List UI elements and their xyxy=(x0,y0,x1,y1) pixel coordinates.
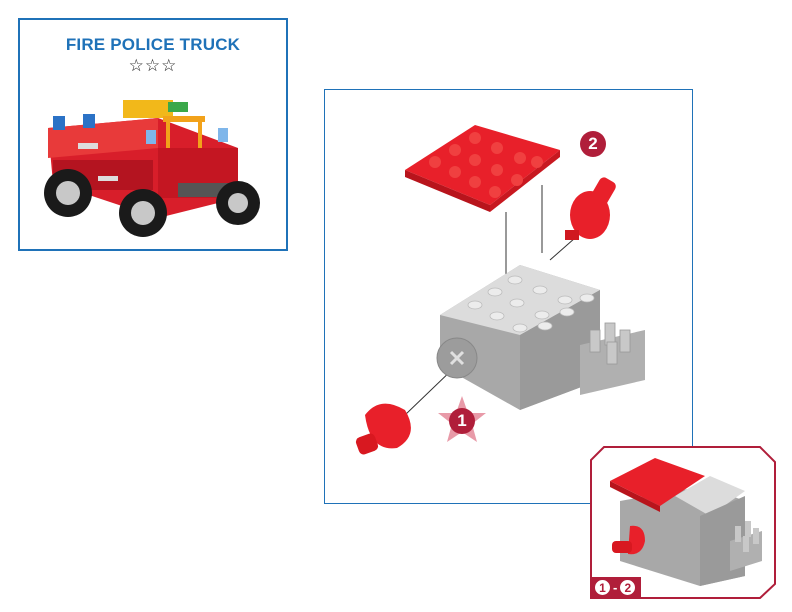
assembly-diagram xyxy=(355,125,645,455)
truck-image xyxy=(44,100,260,237)
red-connector-part xyxy=(565,177,616,240)
grey-motor-brick xyxy=(436,265,645,410)
red-cone-part xyxy=(355,403,411,455)
star-rating: ☆☆☆ xyxy=(128,56,178,75)
result-preview: 1 - 2 xyxy=(590,446,776,599)
product-title: FIRE POLICE TRUCK xyxy=(65,35,241,54)
result-step-range: 1 - 2 xyxy=(591,577,642,598)
red-plate-part xyxy=(405,125,560,205)
step-1-badge: 1 xyxy=(449,408,475,434)
range-start-badge: 1 xyxy=(595,580,610,595)
assembly-steps-panel: 1 2 xyxy=(324,89,693,504)
step-2-badge: 2 xyxy=(580,131,606,157)
result-frame xyxy=(590,446,776,599)
range-separator: - xyxy=(613,580,618,595)
range-end-badge: 2 xyxy=(620,580,636,595)
product-card: FIRE POLICE TRUCK ☆☆☆ xyxy=(18,18,288,251)
